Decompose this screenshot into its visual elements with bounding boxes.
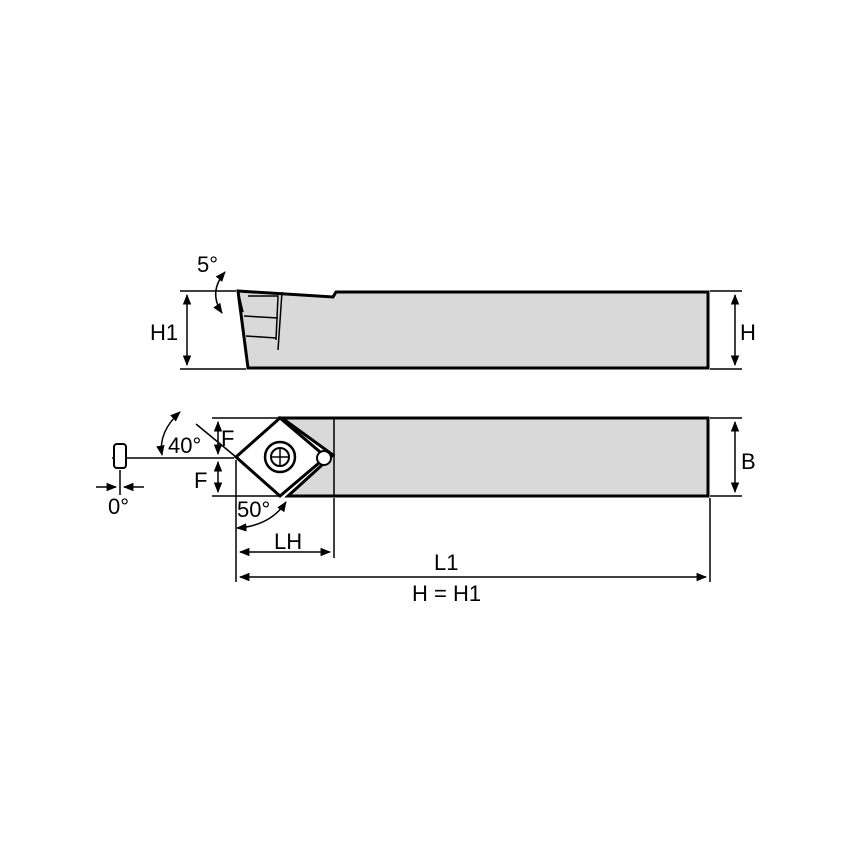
angle-5-arc (213, 271, 226, 314)
top-view (96, 411, 742, 582)
side-view-shank-edge (277, 291, 283, 351)
l1-label: L1 (434, 550, 458, 575)
zero-angle-symbol (113, 443, 127, 469)
side-view-body (236, 289, 710, 370)
top-view-body (277, 416, 710, 498)
angle-0-label: 0° (108, 494, 129, 519)
h-equals-h1-label: H = H1 (412, 581, 481, 606)
angle-40-arc (156, 411, 181, 457)
clamp-screw-torx (271, 448, 289, 466)
lh-label: LH (274, 529, 302, 554)
clamp-pin (316, 450, 332, 466)
h1-label: H1 (150, 320, 178, 345)
b-label: B (741, 449, 756, 474)
f-bottom-label: F (194, 468, 207, 493)
side-view (180, 271, 742, 370)
f-top-label: F (221, 426, 234, 451)
angle-40-label: 40° (168, 433, 201, 458)
angle-5-label: 5° (197, 252, 218, 277)
angle-50-label: 50° (237, 497, 270, 522)
side-view-insert-seat (237, 290, 279, 341)
h-label: H (740, 320, 756, 345)
angle-40-leader (195, 423, 237, 458)
angle-50-arc (235, 501, 287, 532)
